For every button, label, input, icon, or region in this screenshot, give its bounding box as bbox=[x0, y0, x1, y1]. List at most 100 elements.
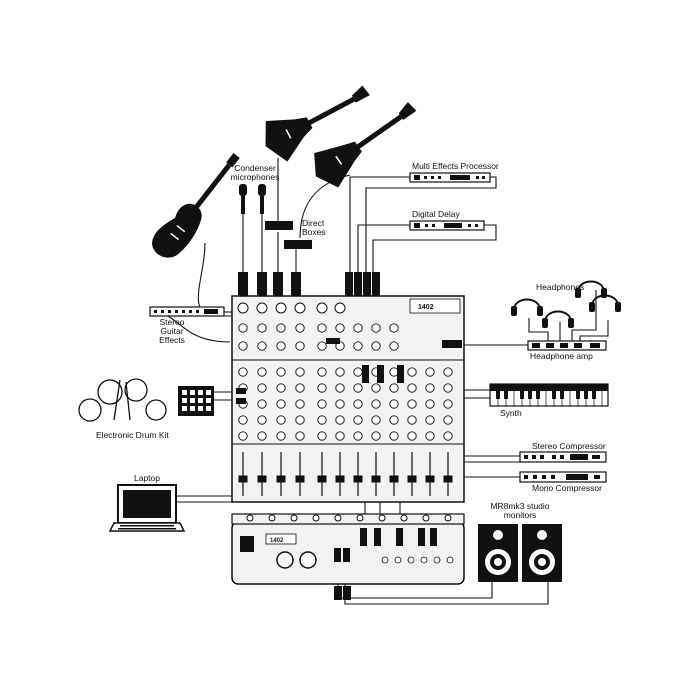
mixer-knob bbox=[425, 415, 435, 425]
mixer-knob bbox=[389, 383, 399, 393]
quarter-inch-plugs bbox=[236, 338, 462, 404]
mixer-top-panel: 1402 bbox=[231, 295, 465, 503]
mixer-knob bbox=[276, 323, 286, 333]
mixer-knob bbox=[317, 323, 327, 333]
mixer-knob bbox=[295, 431, 305, 441]
mixer-knob bbox=[317, 367, 327, 377]
mixer-knob bbox=[443, 383, 453, 393]
mixer-knob bbox=[353, 367, 363, 377]
mixer-knob bbox=[335, 367, 345, 377]
mixer-knob bbox=[295, 415, 305, 425]
fader-cap bbox=[317, 475, 327, 483]
headphones-label: Headphones bbox=[536, 282, 585, 292]
mixer-knob bbox=[353, 323, 363, 333]
mixer-knob bbox=[425, 431, 435, 441]
mixer-rear-panel: 1402 bbox=[231, 513, 465, 585]
digital-delay bbox=[409, 220, 485, 231]
mixer-knob bbox=[443, 367, 453, 377]
mixer-knob bbox=[371, 431, 381, 441]
headphone-amp-label: Headphone amp bbox=[530, 351, 593, 361]
keyboard-icon bbox=[489, 383, 609, 407]
mixer-knob bbox=[443, 415, 453, 425]
mixer-knob bbox=[238, 341, 248, 351]
mixer-knob bbox=[335, 383, 345, 393]
mixer-knob bbox=[425, 399, 435, 409]
mixer-knob bbox=[389, 341, 399, 351]
mixer-knob bbox=[353, 399, 363, 409]
mixer-knob bbox=[335, 399, 345, 409]
rear-model-label: 1402 bbox=[270, 538, 284, 544]
mixer-knob bbox=[389, 323, 399, 333]
mixer-knob bbox=[295, 399, 305, 409]
mixer-knob bbox=[238, 431, 248, 441]
mixer-model-label: 1402 bbox=[418, 304, 434, 311]
electric-guitar-2 bbox=[265, 85, 370, 162]
laptop-icon bbox=[108, 484, 186, 532]
mixer-knob bbox=[295, 367, 305, 377]
mixer-knob bbox=[257, 323, 267, 333]
mixer-knob bbox=[276, 367, 286, 377]
laptop-label: Laptop bbox=[134, 473, 160, 483]
fader-cap bbox=[443, 475, 453, 483]
mixer-knob bbox=[389, 399, 399, 409]
microphone-icon bbox=[239, 184, 266, 214]
mono-compressor-label: Mono Compressor bbox=[532, 483, 602, 493]
studio-monitor-icon bbox=[478, 524, 562, 582]
mixer-knob bbox=[389, 367, 399, 377]
mixer-knob bbox=[353, 341, 363, 351]
mixer-knob bbox=[257, 415, 267, 425]
fader-cap bbox=[238, 475, 248, 483]
mixer-knob bbox=[407, 431, 417, 441]
direct-boxes bbox=[265, 221, 312, 249]
mixer-knob bbox=[257, 383, 267, 393]
mixer-knob bbox=[257, 341, 267, 351]
mixer-knob bbox=[295, 383, 305, 393]
mixer-knob bbox=[317, 415, 327, 425]
mixer-knob bbox=[371, 341, 381, 351]
mixer-knob bbox=[295, 341, 305, 351]
stereo-compressor-label: Stereo Compressor bbox=[532, 441, 606, 451]
mixer-knob bbox=[353, 415, 363, 425]
mixer-knob bbox=[407, 383, 417, 393]
synth-label: Synth bbox=[500, 408, 522, 418]
mixer-knob bbox=[317, 431, 327, 441]
electronic-drum-kit bbox=[78, 378, 167, 422]
stereo-guitar-effects bbox=[149, 306, 225, 317]
mixer-knob bbox=[407, 367, 417, 377]
mixer-knob bbox=[443, 431, 453, 441]
multi-effects-processor-label: Multi Effects Processor bbox=[412, 161, 499, 171]
mixer-knob bbox=[389, 431, 399, 441]
mixer-knob bbox=[353, 431, 363, 441]
electric-guitar-1 bbox=[152, 153, 240, 258]
mixer-knob bbox=[276, 415, 286, 425]
studio-monitors-label: MR8mk3 studio monitors bbox=[490, 501, 550, 521]
fader-cap bbox=[425, 475, 435, 483]
mixer-knob bbox=[425, 367, 435, 377]
fader-cap bbox=[407, 475, 417, 483]
mixer-knob bbox=[317, 341, 327, 351]
mixer-knob bbox=[257, 367, 267, 377]
mixer-knob bbox=[335, 415, 345, 425]
mixer-knob bbox=[389, 415, 399, 425]
mixer-knob bbox=[371, 399, 381, 409]
electric-guitar-3 bbox=[314, 102, 417, 188]
condenser-microphones-label: Condenser microphones bbox=[230, 163, 280, 183]
fader-cap bbox=[257, 475, 267, 483]
mixer-knob bbox=[276, 431, 286, 441]
electronic-drum-kit-label: Electronic Drum Kit bbox=[96, 430, 169, 440]
drum-pad-icon bbox=[178, 386, 214, 416]
fader-cap bbox=[276, 475, 286, 483]
mixer-knob bbox=[371, 383, 381, 393]
fader-cap bbox=[371, 475, 381, 483]
mixer-knob bbox=[276, 383, 286, 393]
mixer-knob bbox=[353, 383, 363, 393]
mixer-knob bbox=[276, 399, 286, 409]
mixer-knob bbox=[371, 415, 381, 425]
mixer-knob bbox=[317, 383, 327, 393]
mixer-knob bbox=[257, 399, 267, 409]
mixer-knob bbox=[317, 399, 327, 409]
mixer-knob bbox=[335, 431, 345, 441]
fader-cap bbox=[353, 475, 363, 483]
headphone-amp bbox=[527, 340, 607, 351]
